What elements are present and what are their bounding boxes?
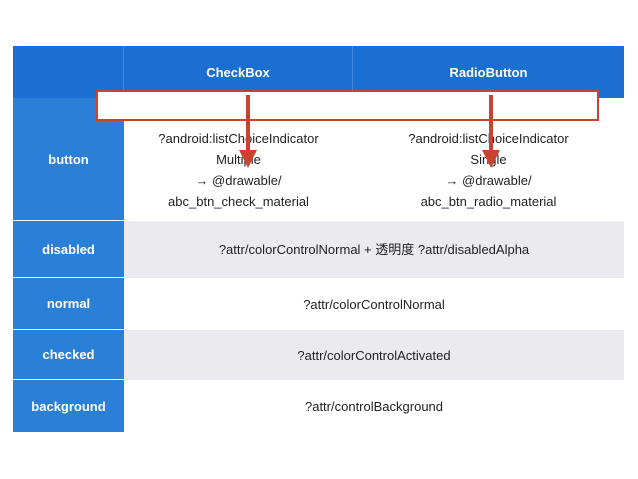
table-row-normal: normal ?attr/colorControlNormal <box>13 278 624 330</box>
background-value: ?attr/controlBackground <box>304 399 444 414</box>
radiobutton-line-4: abc_btn_radio_material <box>420 193 557 209</box>
header-empty-cell <box>13 46 124 98</box>
table-row-checked: checked ?attr/colorControlActivated <box>13 330 624 380</box>
table-row-disabled: disabled ?attr/colorControlNormal + 透明度 … <box>13 221 624 278</box>
checked-value: ?attr/colorControlActivated <box>297 347 451 363</box>
checkbox-line-3: → @drawable/ <box>195 172 282 188</box>
header-radiobutton: RadioButton <box>449 64 528 80</box>
radiobutton-line-3: → @drawable/ <box>445 172 532 188</box>
header-checkbox: CheckBox <box>124 46 353 98</box>
normal-value: ?attr/colorControlNormal <box>303 296 445 312</box>
table-header: CheckBox RadioButton <box>13 46 624 98</box>
row-label-button: button <box>13 98 124 221</box>
row-label-normal: normal <box>13 278 124 330</box>
table-row-background: background ?attr/controlBackground <box>13 380 624 433</box>
checkbox-arrow-icon <box>239 95 257 168</box>
button-checkbox-value: ?android:listChoiceIndicator Multiple → … <box>124 98 353 221</box>
checkbox-line-4: abc_btn_check_material <box>168 193 309 209</box>
annotation-box <box>96 90 599 121</box>
radiobutton-arrow-icon <box>482 95 500 168</box>
checkbox-line-1: ?android:listChoiceIndicator <box>158 130 319 146</box>
row-label-background: background <box>13 380 124 433</box>
radiobutton-line-1: ?android:listChoiceIndicator <box>408 130 569 146</box>
row-label-checked: checked <box>13 330 124 380</box>
row-label-disabled: disabled <box>13 221 124 278</box>
button-radiobutton-value: ?android:listChoiceIndicator Single → @d… <box>353 98 624 221</box>
disabled-value: ?attr/colorControlNormal + 透明度 ?attr/dis… <box>218 242 530 257</box>
